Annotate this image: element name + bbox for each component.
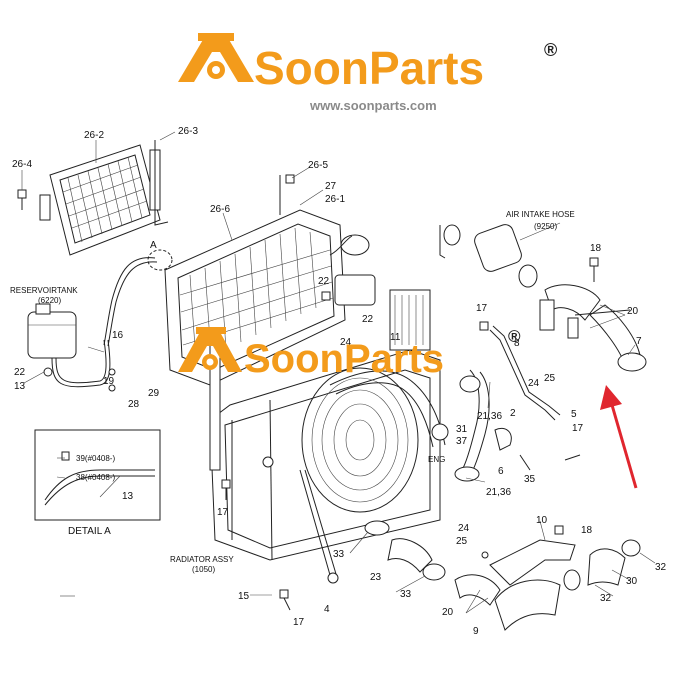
- lower-hose-set: [262, 456, 446, 584]
- leader-lines: [21, 131, 656, 614]
- part-label: 13: [122, 491, 134, 502]
- part-label: ENG: [428, 455, 445, 464]
- part-label: 22: [318, 276, 330, 287]
- part-label: 26-3: [178, 126, 198, 137]
- part-label: 28: [128, 399, 140, 410]
- part-label: 23: [370, 572, 382, 583]
- brand-name: SoonParts: [254, 42, 484, 94]
- watermark-registered-mark: ®: [508, 327, 521, 346]
- part-label: 35: [524, 474, 536, 485]
- part-label: (6220): [38, 296, 61, 305]
- watermark-brand-name: SoonParts: [244, 337, 444, 381]
- part-label: 33: [333, 549, 345, 560]
- part-label: 33: [400, 589, 412, 600]
- part-label: 32: [655, 562, 667, 573]
- part-label: 26-5: [308, 160, 328, 171]
- part-label: 20: [627, 306, 639, 317]
- part-labels: 26-2 26-3 26-4 26-5 27 26-1 26-6 A 22 22…: [10, 126, 667, 637]
- part-label: 2: [510, 408, 516, 419]
- part-label: 17: [217, 507, 229, 518]
- part-label: (1050): [192, 565, 215, 574]
- part-label: 26-4: [12, 159, 32, 170]
- part-label: 21,36: [486, 487, 511, 498]
- part-label: 31: [456, 424, 468, 435]
- watermark-emblem-icon: [178, 327, 242, 372]
- part-label: 24: [340, 337, 352, 348]
- part-label: 18: [581, 525, 593, 536]
- part-label: 22: [362, 314, 374, 325]
- part-label: 17: [476, 303, 488, 314]
- part-label: 26-2: [84, 130, 104, 141]
- website-text: www.soonparts.com: [309, 98, 437, 113]
- part-label: 17: [293, 617, 305, 628]
- brand-logo: SoonParts ® www.soonparts.com: [178, 33, 557, 113]
- fan-icon: [301, 367, 419, 513]
- part-label: 17: [572, 423, 584, 434]
- part-label: 11: [390, 332, 401, 343]
- highlight-arrow-icon: [600, 385, 638, 489]
- part-label: RESERVOIRTANK: [10, 286, 78, 295]
- part-label: 24: [458, 523, 470, 534]
- part-label: A: [150, 240, 157, 251]
- part-label: 24: [528, 378, 540, 389]
- part-label: (9250): [534, 222, 557, 231]
- part-label: 26-1: [325, 194, 345, 205]
- part-label: DETAIL A: [68, 526, 111, 537]
- part-label: 13: [14, 381, 26, 392]
- detail-a-box: [34, 429, 161, 521]
- part-label: RADIATOR ASSY: [170, 555, 234, 564]
- logo-emblem-icon: [178, 33, 254, 82]
- registered-mark: ®: [544, 40, 557, 60]
- part-label: 25: [456, 536, 468, 547]
- part-label: 27: [325, 181, 337, 192]
- part-label: 37: [456, 436, 468, 447]
- part-label: 8: [514, 338, 520, 349]
- part-label: 32: [600, 593, 612, 604]
- part-label: 19: [103, 376, 115, 387]
- part-label: 26-6: [210, 204, 230, 215]
- part-label: 15: [238, 591, 250, 602]
- part-label: 9: [473, 626, 479, 637]
- air-intake-hose: [439, 224, 647, 372]
- part-label: 25: [544, 373, 556, 384]
- part-label: AIR INTAKE HOSE: [506, 210, 575, 219]
- part-label: 16: [112, 330, 124, 341]
- lower-intake-pipes: [454, 539, 641, 631]
- part-label: 39(#0408-): [76, 454, 115, 463]
- part-label: 4: [324, 604, 330, 615]
- reservoir-tank: [27, 303, 111, 388]
- bolt-icons: [17, 174, 599, 611]
- part-label: 29: [148, 388, 160, 399]
- part-label: 10: [536, 515, 548, 526]
- part-label: 18: [590, 243, 602, 254]
- watermark-logo: SoonParts ®: [178, 327, 521, 381]
- radiator-assembly: [209, 274, 441, 561]
- part-label: 30: [626, 576, 638, 587]
- part-label: 5: [571, 409, 577, 420]
- part-label: 21,36: [477, 411, 502, 422]
- oil-cooler: [39, 140, 169, 256]
- part-label: 6: [498, 466, 504, 477]
- part-label: 7: [636, 336, 642, 347]
- part-label: 20: [442, 607, 454, 618]
- part-label: 38(#0408-): [76, 473, 115, 482]
- part-label: 22: [14, 367, 26, 378]
